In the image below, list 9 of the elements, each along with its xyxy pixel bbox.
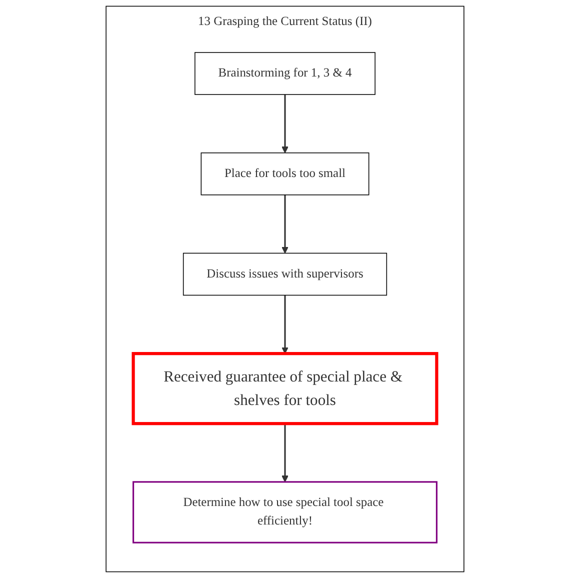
node-box: Place for tools too small	[200, 152, 369, 196]
node-box: Brainstorming for 1, 3 & 4	[194, 52, 375, 95]
arrow	[281, 94, 288, 154]
arrow	[281, 424, 288, 482]
node-box: Determine how to use special tool space efficiently!	[132, 481, 437, 544]
arrow	[281, 295, 288, 354]
node-box: Discuss issues with supervisors	[182, 252, 387, 296]
node-box: Received guarantee of special place & shelves for tools	[131, 352, 438, 426]
arrow	[281, 194, 288, 254]
